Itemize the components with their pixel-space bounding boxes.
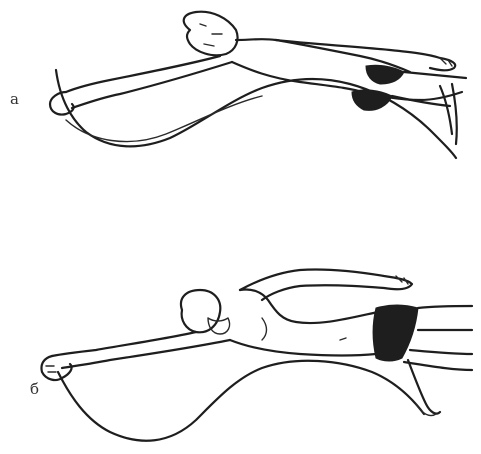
panel-a-face bbox=[200, 24, 222, 46]
panel-b-swimmer bbox=[41, 269, 472, 440]
panel-a-foot bbox=[440, 84, 457, 144]
panel-b-stroke-trajectory bbox=[58, 361, 424, 441]
panel-b-raised-arm bbox=[240, 269, 412, 300]
panel-a-head bbox=[184, 12, 238, 56]
panel-b-torso-bottom bbox=[230, 340, 376, 356]
panel-label-b: б bbox=[30, 380, 39, 398]
panel-b-left-arm-bottom bbox=[62, 340, 230, 368]
panel-b-left-arm-top bbox=[52, 332, 196, 356]
panel-b-foot bbox=[408, 360, 440, 414]
panel-a-left-arm-bottom bbox=[72, 62, 232, 108]
panel-label-a: а bbox=[10, 90, 19, 108]
panel-a-swimmer bbox=[50, 12, 466, 158]
panel-b-trunks bbox=[373, 305, 418, 361]
panel-b-fingers bbox=[46, 366, 56, 372]
panel-a-left-arm-top bbox=[66, 56, 220, 92]
panel-a-stroke-trajectory bbox=[56, 70, 456, 158]
panel-b-face bbox=[208, 318, 230, 334]
panel-b-head bbox=[181, 290, 220, 332]
panel-a-trunks-bottom bbox=[352, 90, 392, 110]
panel-b-torso-top bbox=[240, 289, 378, 323]
